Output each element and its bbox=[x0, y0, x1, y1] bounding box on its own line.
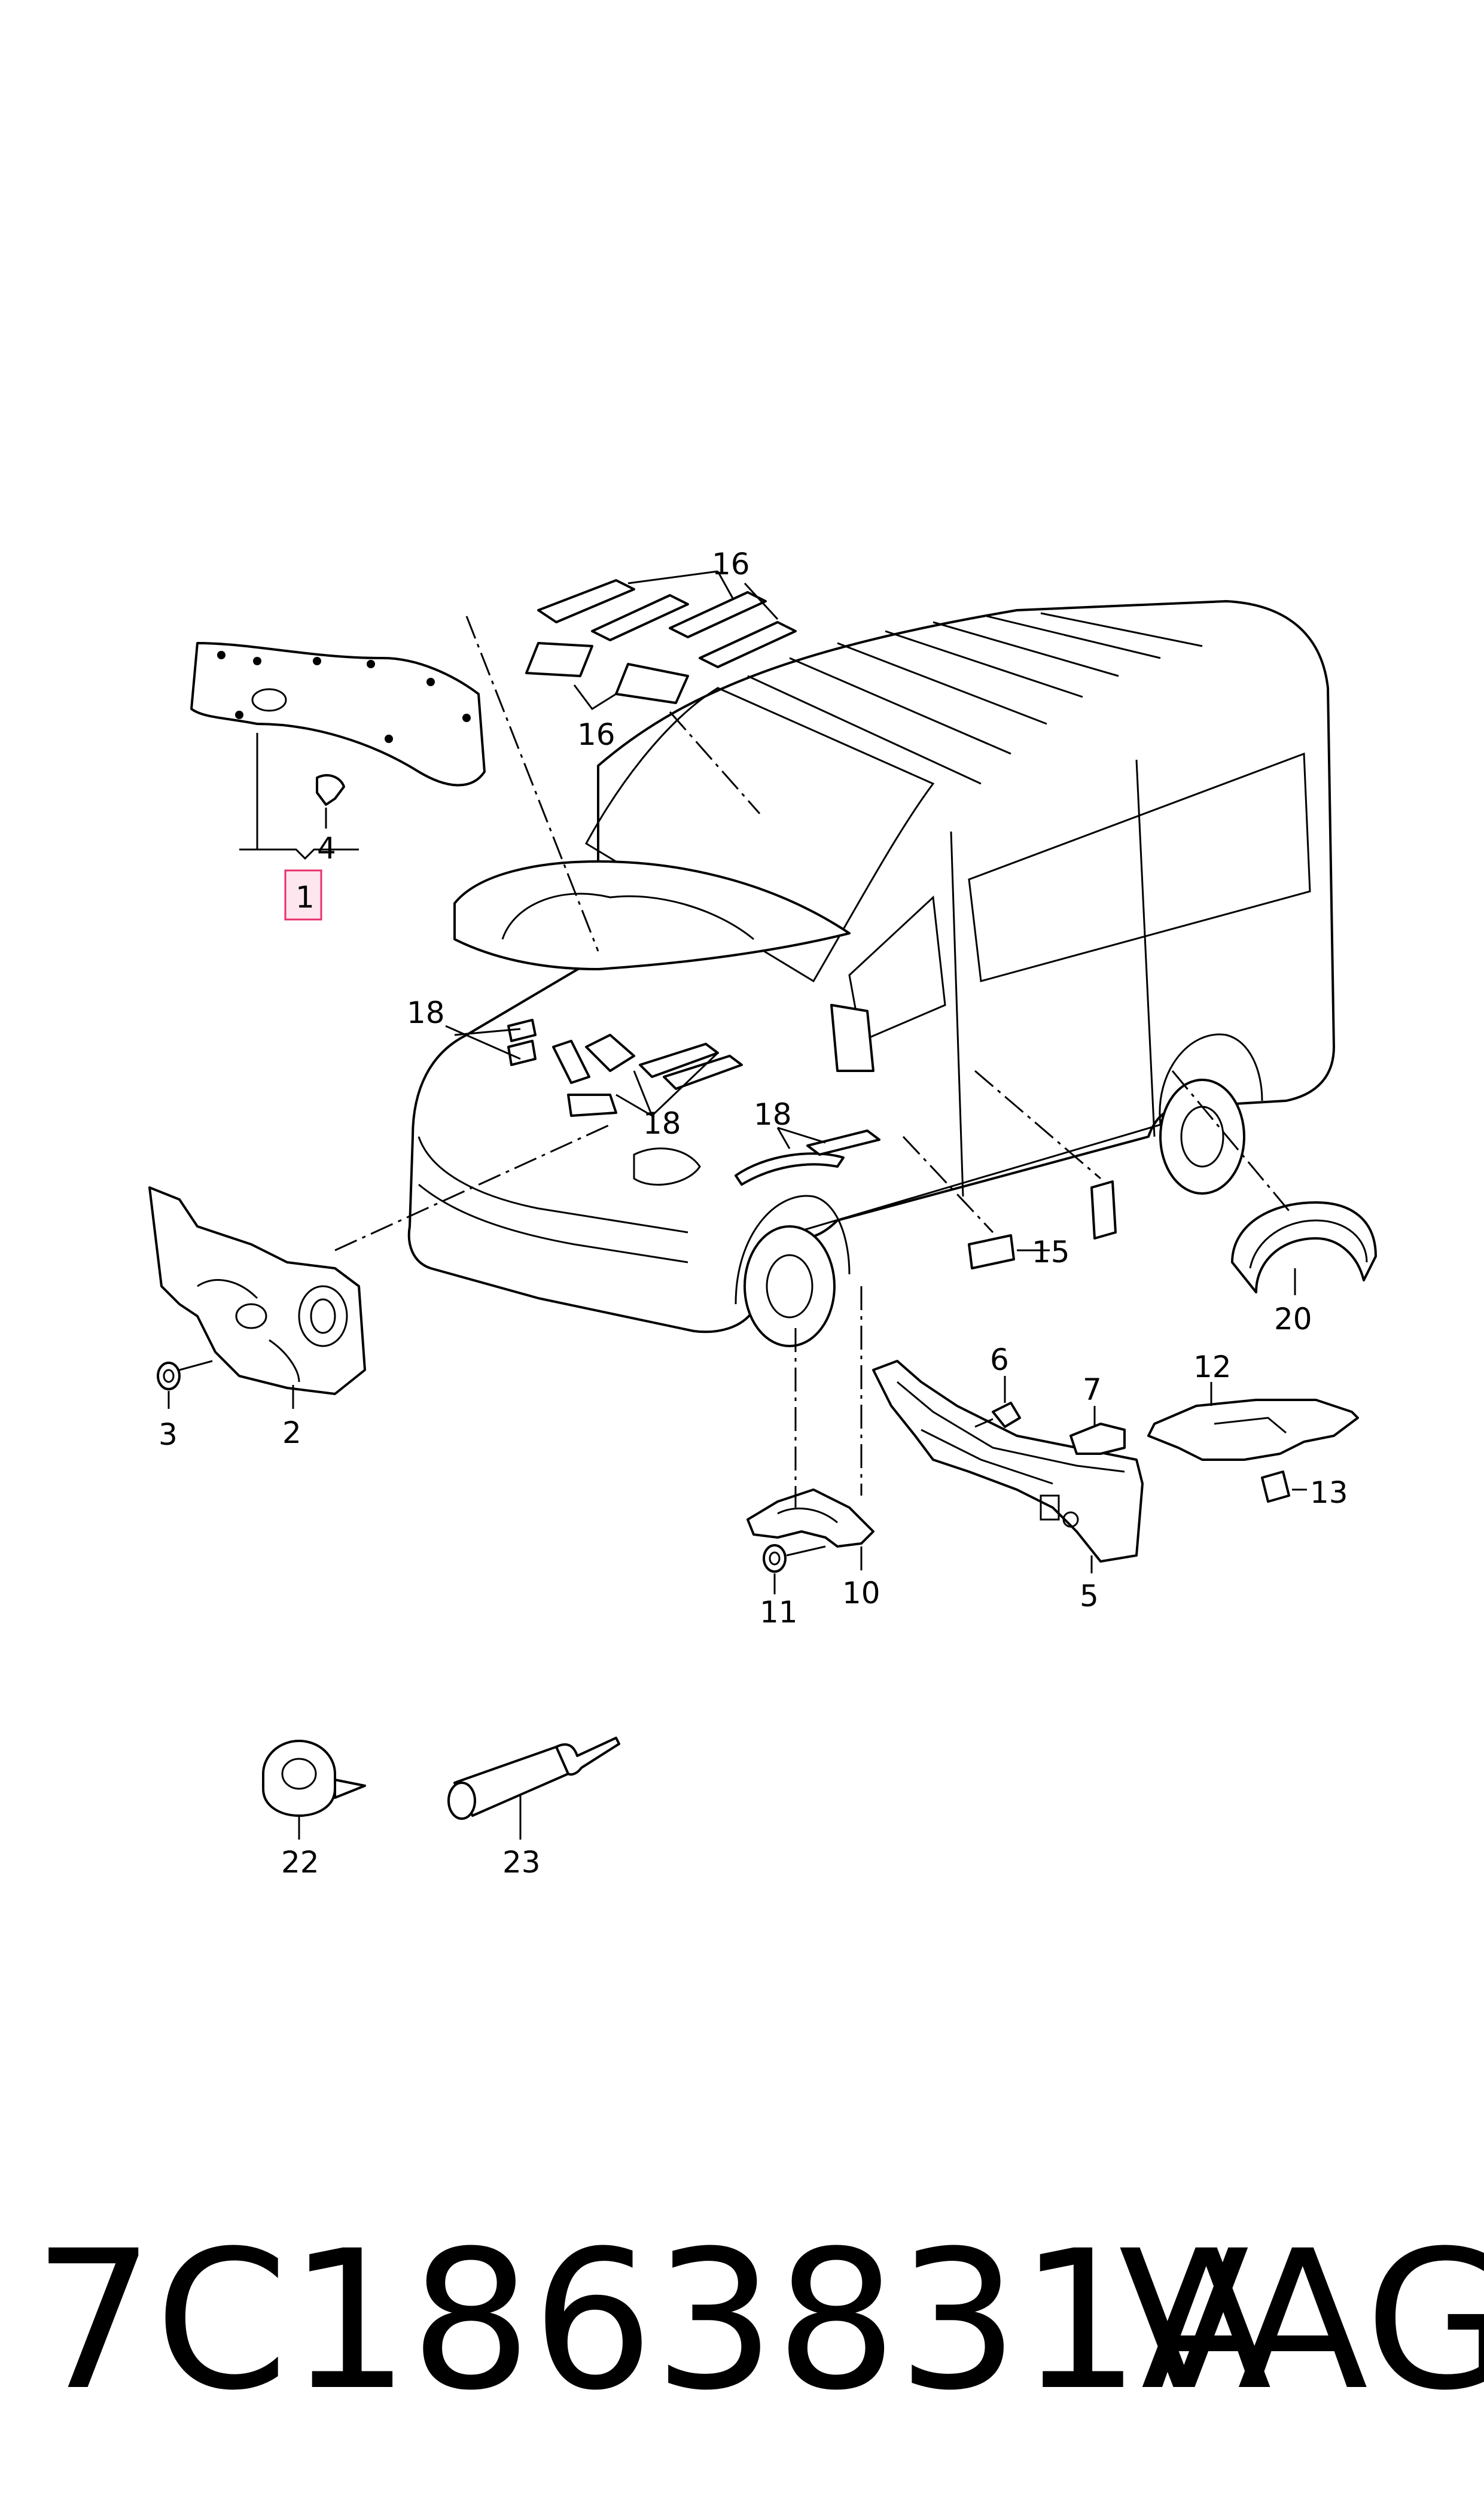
callout-5: 5 bbox=[1080, 1579, 1099, 1613]
part-4-clip bbox=[316, 774, 345, 806]
van-illustration bbox=[407, 600, 1335, 1347]
callout-15: 15 bbox=[1032, 1235, 1070, 1269]
part-5-crossmember bbox=[872, 1360, 1144, 1563]
callout-6: 6 bbox=[990, 1342, 1009, 1377]
part-number: 7C1863831A bbox=[33, 2210, 1272, 2432]
part-1-insulation bbox=[190, 642, 486, 787]
callout-1: 1 bbox=[295, 880, 315, 915]
part-18-pads bbox=[507, 1019, 880, 1186]
part-23-sealant-tube bbox=[447, 1737, 620, 1820]
part-2-bulkhead bbox=[148, 1186, 366, 1395]
part-12-panel bbox=[1147, 1399, 1359, 1461]
part-15-pads bbox=[968, 1180, 1117, 1269]
part-10-liner bbox=[746, 1488, 874, 1548]
callout-3: 3 bbox=[159, 1417, 178, 1452]
part-13-clip bbox=[1261, 1470, 1290, 1503]
callout-20: 20 bbox=[1274, 1302, 1312, 1336]
part-6-screw bbox=[974, 1402, 1021, 1428]
callout-1-highlight bbox=[284, 869, 322, 921]
callout-16-top: 16 bbox=[712, 547, 750, 581]
callout-18-right: 18 bbox=[754, 1097, 792, 1132]
part-16-pads bbox=[525, 579, 797, 704]
callout-23: 23 bbox=[502, 1845, 541, 1880]
brand-name: VAG bbox=[1119, 2210, 1484, 2432]
callout-18-left: 18 bbox=[407, 995, 445, 1030]
part-3-clip bbox=[157, 1362, 181, 1390]
callout-11: 11 bbox=[760, 1595, 798, 1630]
callout-12: 12 bbox=[1193, 1350, 1232, 1384]
part-7-bracket bbox=[1069, 1423, 1126, 1455]
part-20-liner bbox=[1231, 1201, 1377, 1293]
callout-22: 22 bbox=[281, 1845, 319, 1880]
callout-4: 4 bbox=[317, 831, 336, 866]
part-11-clip bbox=[763, 1544, 787, 1573]
callout-2: 2 bbox=[282, 1415, 301, 1450]
part-22-tape-roll bbox=[262, 1740, 366, 1817]
callout-16-lower: 16 bbox=[577, 717, 615, 752]
callout-13: 13 bbox=[1310, 1475, 1348, 1510]
callout-18-center: 18 bbox=[643, 1106, 681, 1141]
callout-10: 10 bbox=[842, 1576, 880, 1610]
callout-7: 7 bbox=[1083, 1372, 1102, 1407]
